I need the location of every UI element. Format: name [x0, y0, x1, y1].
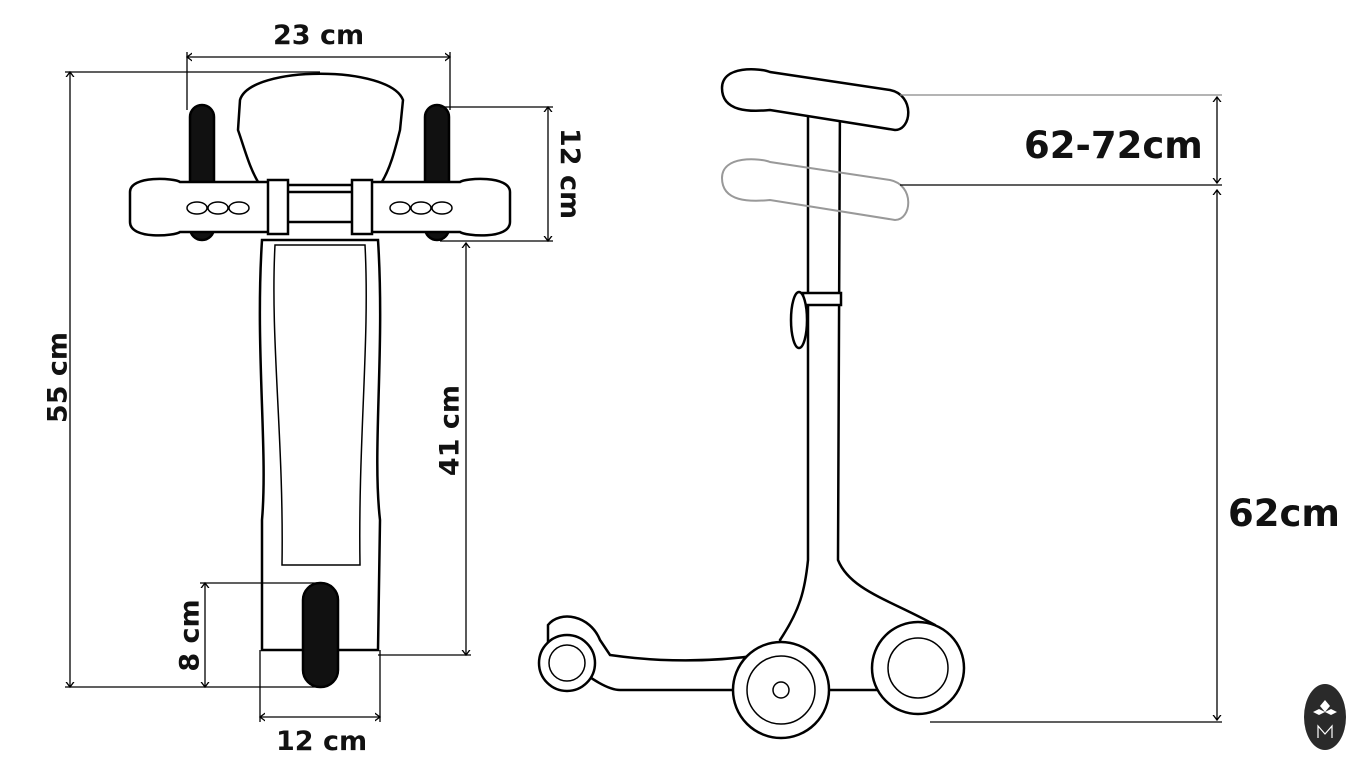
top-view-scooter — [128, 72, 512, 689]
label-min-height: 62cm — [1228, 492, 1340, 535]
deck-grip — [273, 244, 367, 566]
label-deck-length: 41 cm — [434, 384, 466, 477]
stem-clamp — [801, 291, 843, 307]
steering-head — [236, 72, 405, 187]
back-wheel — [537, 633, 597, 693]
clamp-left — [266, 178, 290, 236]
clamp-right — [350, 178, 374, 236]
label-rear-wheel-length: 8 cm — [174, 599, 206, 672]
rear-wheel — [301, 581, 340, 689]
label-total-length: 55 cm — [42, 331, 74, 424]
quick-release — [789, 290, 809, 350]
handlebar-lowered-ghost — [720, 158, 910, 222]
label-handlebar-width: 23 cm — [273, 20, 365, 51]
deck — [258, 238, 382, 652]
handlebar-raised — [720, 68, 910, 132]
grip-right — [368, 177, 512, 237]
side-view-dimension-lines — [900, 94, 1222, 723]
label-front-wheel-width: 12 cm — [554, 128, 585, 220]
brand-logo — [1304, 684, 1346, 750]
label-deck-width: 12 cm — [276, 726, 368, 757]
label-height-range: 62-72cm — [1024, 124, 1203, 167]
front-wheel-back — [870, 620, 966, 716]
stem-and-body — [778, 93, 942, 692]
top-view-dimension-lines — [65, 52, 553, 722]
side-view-scooter — [537, 68, 966, 740]
